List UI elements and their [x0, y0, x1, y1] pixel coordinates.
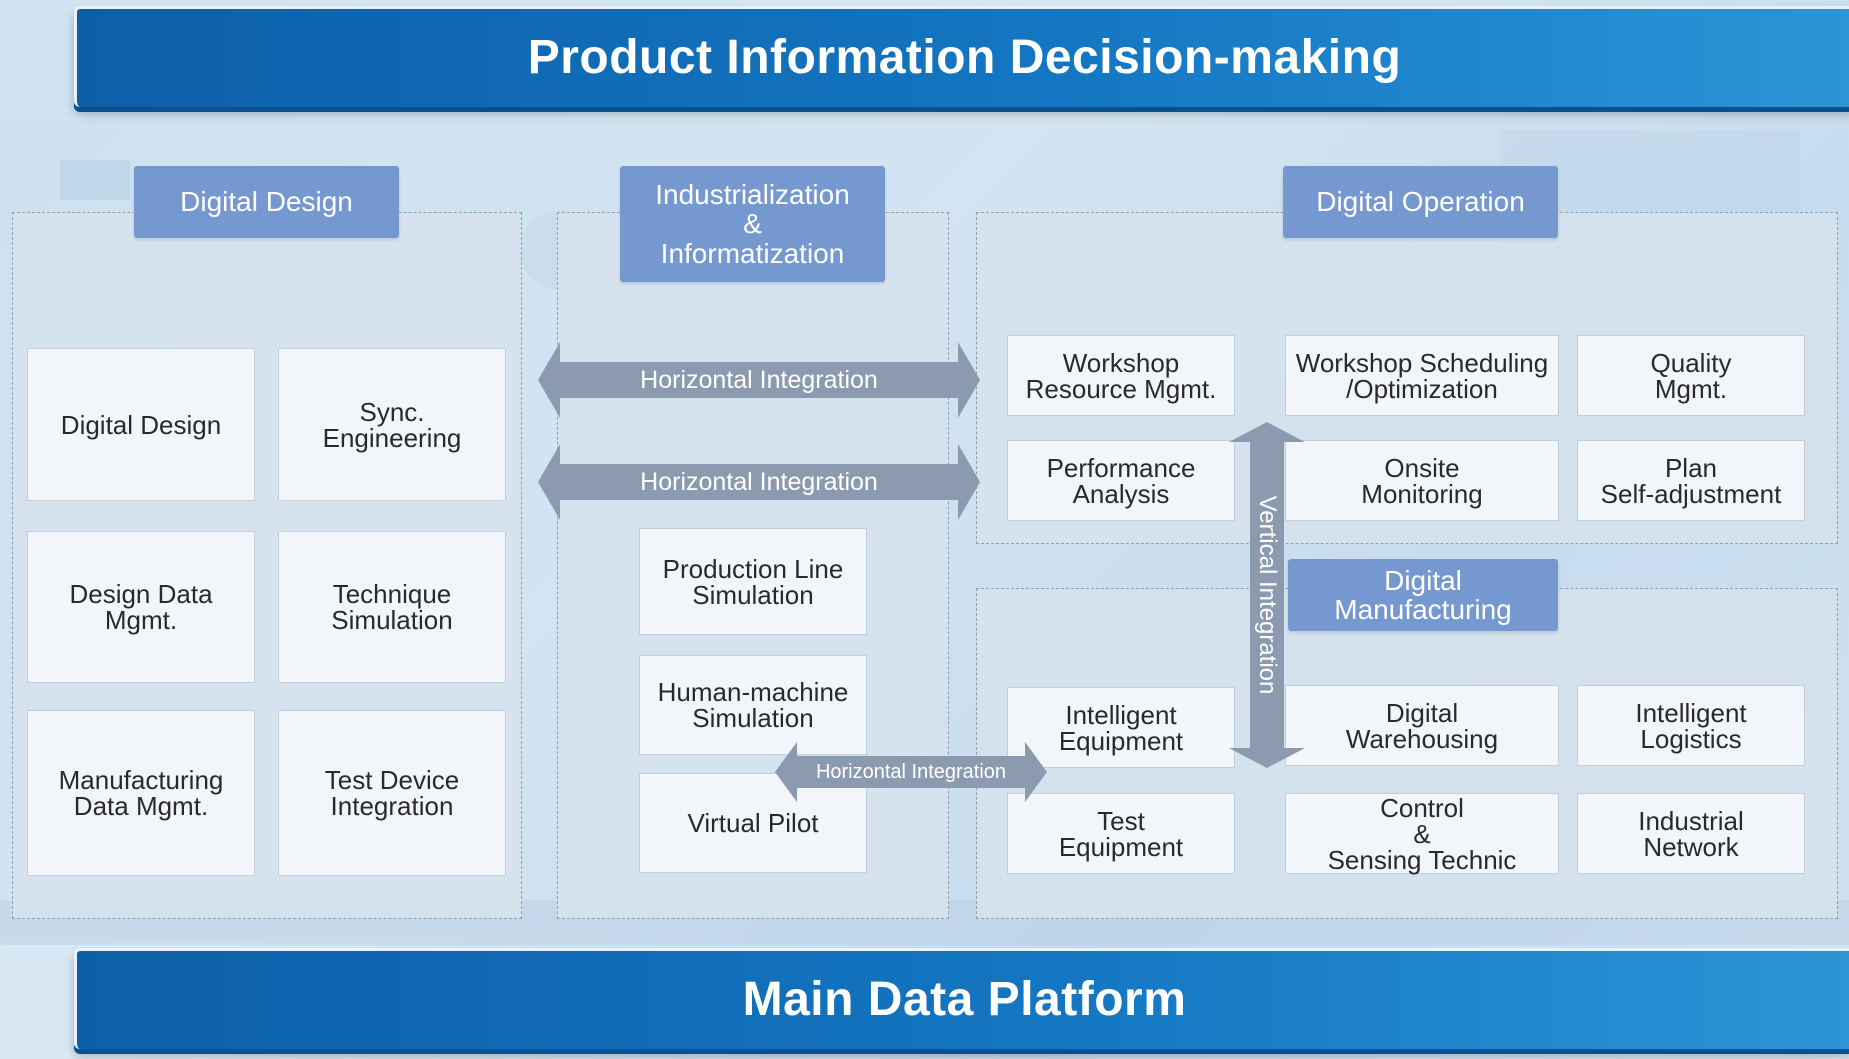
header-digital-design: Digital Design — [134, 166, 399, 238]
header-digital-manufacturing: Digital Manufacturing — [1288, 559, 1558, 631]
box-plan-self-adjustment: Plan Self-adjustment — [1577, 440, 1805, 521]
box-performance-analysis: Performance Analysis — [1007, 440, 1235, 521]
box-quality-mgmt: Quality Mgmt. — [1577, 335, 1805, 416]
box-manufacturing-data-mgmt: Manufacturing Data Mgmt. — [27, 710, 255, 876]
horizontal-integration-label-2: Horizontal Integration — [640, 468, 878, 496]
box-test-device-integration: Test Device Integration — [278, 710, 506, 876]
box-workshop-resource-mgmt: Workshop Resource Mgmt. — [1007, 335, 1235, 416]
horizontal-integration-arrow-1 — [538, 342, 980, 418]
box-control-sensing-technic: Control & Sensing Technic — [1285, 793, 1559, 874]
box-digital-design: Digital Design — [27, 348, 255, 501]
header-digital-operation: Digital Operation — [1283, 166, 1558, 238]
box-intelligent-logistics: Intelligent Logistics — [1577, 685, 1805, 766]
box-industrial-network: Industrial Network — [1577, 793, 1805, 874]
bottom-banner-title: Main Data Platform — [74, 948, 1849, 1049]
top-banner-title: Product Information Decision-making — [74, 6, 1849, 107]
box-virtual-pilot: Virtual Pilot — [639, 773, 867, 873]
box-intelligent-equipment: Intelligent Equipment — [1007, 687, 1235, 768]
box-onsite-monitoring: Onsite Monitoring — [1285, 440, 1559, 521]
box-digital-warehousing: Digital Warehousing — [1285, 685, 1559, 766]
box-human-machine-simulation: Human-machine Simulation — [639, 655, 867, 755]
vertical-integration-arrow — [1229, 422, 1305, 768]
box-workshop-scheduling: Workshop Scheduling /Optimization — [1285, 335, 1559, 416]
box-sync-engineering: Sync. Engineering — [278, 348, 506, 501]
horizontal-integration-arrow-3 — [775, 742, 1047, 802]
horizontal-integration-label-1: Horizontal Integration — [640, 366, 878, 394]
vertical-integration-label: Vertical Integration — [1254, 495, 1281, 695]
box-technique-simulation: Technique Simulation — [278, 531, 506, 683]
box-test-equipment: Test Equipment — [1007, 793, 1235, 874]
box-design-data-mgmt: Design Data Mgmt. — [27, 531, 255, 683]
horizontal-integration-label-3: Horizontal Integration — [815, 761, 1007, 783]
header-industrialization: Industrialization & Informatization — [620, 166, 885, 282]
horizontal-integration-arrow-2 — [538, 444, 980, 520]
box-production-line-simulation: Production Line Simulation — [639, 528, 867, 635]
